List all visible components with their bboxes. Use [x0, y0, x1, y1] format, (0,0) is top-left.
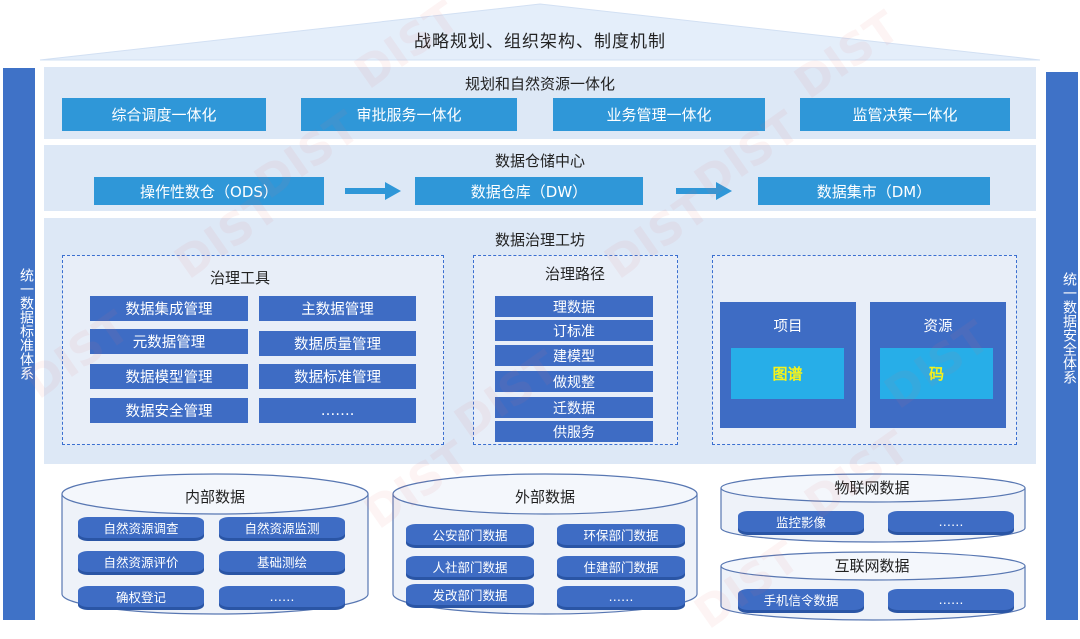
external-item-environment: 环保部门数据: [557, 524, 685, 545]
left-bar-standard-system: 统一数据标准体系: [3, 68, 35, 620]
planning-item-dispatch: 综合调度一体化: [62, 98, 266, 131]
external-item-development: 发改部门数据: [406, 584, 534, 605]
path-step-migrate: 迁数据: [495, 397, 653, 418]
planning-item-approval: 审批服务一体化: [301, 98, 517, 131]
planning-item-supervision: 监管决策一体化: [800, 98, 1010, 131]
path-step-serve: 供服务: [495, 421, 653, 442]
governance-title: 数据治理工坊: [494, 230, 585, 249]
resource-label: 资源: [923, 318, 953, 335]
planning-item-business: 业务管理一体化: [553, 98, 765, 131]
tool-standard: 数据标准管理: [259, 364, 416, 389]
external-item-hr: 人社部门数据: [406, 556, 534, 577]
path-step-organize: 理数据: [495, 296, 653, 317]
tool-integration: 数据集成管理: [90, 296, 248, 321]
internet-item-more: ……: [888, 589, 1014, 610]
iot-data-title: 物联网数据: [834, 478, 910, 497]
project-label: 项目: [773, 318, 803, 335]
warehouse-dm: 数据集市（DM）: [758, 177, 990, 205]
planning-title: 规划和自然资源一体化: [464, 74, 615, 93]
iot-item-more: ……: [888, 511, 1014, 532]
internal-item-registration: 确权登记: [78, 586, 204, 607]
internal-item-more: ……: [219, 586, 345, 607]
internet-item-signaling: 手机信令数据: [738, 589, 864, 610]
internal-item-survey: 自然资源调查: [78, 517, 204, 538]
tool-security: 数据安全管理: [90, 398, 248, 423]
path-step-model: 建模型: [495, 345, 653, 366]
internal-data-title: 内部数据: [184, 487, 245, 506]
external-item-housing: 住建部门数据: [557, 556, 685, 577]
project-graph: 图谱: [731, 348, 844, 399]
internal-item-evaluation: 自然资源评价: [78, 551, 204, 572]
roof-title: 战略规划、组织架构、制度机制: [414, 31, 666, 52]
warehouse-title: 数据仓储中心: [494, 151, 585, 170]
warehouse-dw: 数据仓库（DW）: [415, 177, 643, 205]
external-data-title: 外部数据: [514, 487, 575, 506]
resource-code: 码: [880, 348, 993, 399]
external-item-more: ……: [557, 586, 685, 607]
warehouse-ods: 操作性数仓（ODS）: [94, 177, 324, 205]
path-step-normalize: 做规整: [495, 371, 653, 392]
tool-quality: 数据质量管理: [259, 331, 416, 356]
internal-item-monitoring: 自然资源监测: [219, 517, 345, 538]
arrow-right-icon: [676, 182, 732, 200]
internet-data-title: 互联网数据: [834, 556, 910, 575]
roof-shape: [39, 3, 1041, 61]
internal-item-surveying: 基础测绘: [219, 551, 345, 572]
right-bar-security-system: 统一数据安全体系: [1046, 72, 1078, 620]
tool-more: …….: [259, 398, 416, 423]
arrow-right-icon: [345, 182, 401, 200]
external-item-police: 公安部门数据: [406, 524, 534, 545]
tool-model: 数据模型管理: [90, 364, 248, 389]
path-step-standard: 订标准: [495, 320, 653, 341]
tool-metadata: 元数据管理: [90, 329, 248, 354]
iot-item-video: 监控影像: [738, 511, 864, 532]
tool-master-data: 主数据管理: [259, 296, 416, 321]
tools-title: 治理工具: [209, 268, 270, 287]
external-data-cylinder: [392, 473, 698, 615]
path-title: 治理路径: [544, 264, 605, 283]
